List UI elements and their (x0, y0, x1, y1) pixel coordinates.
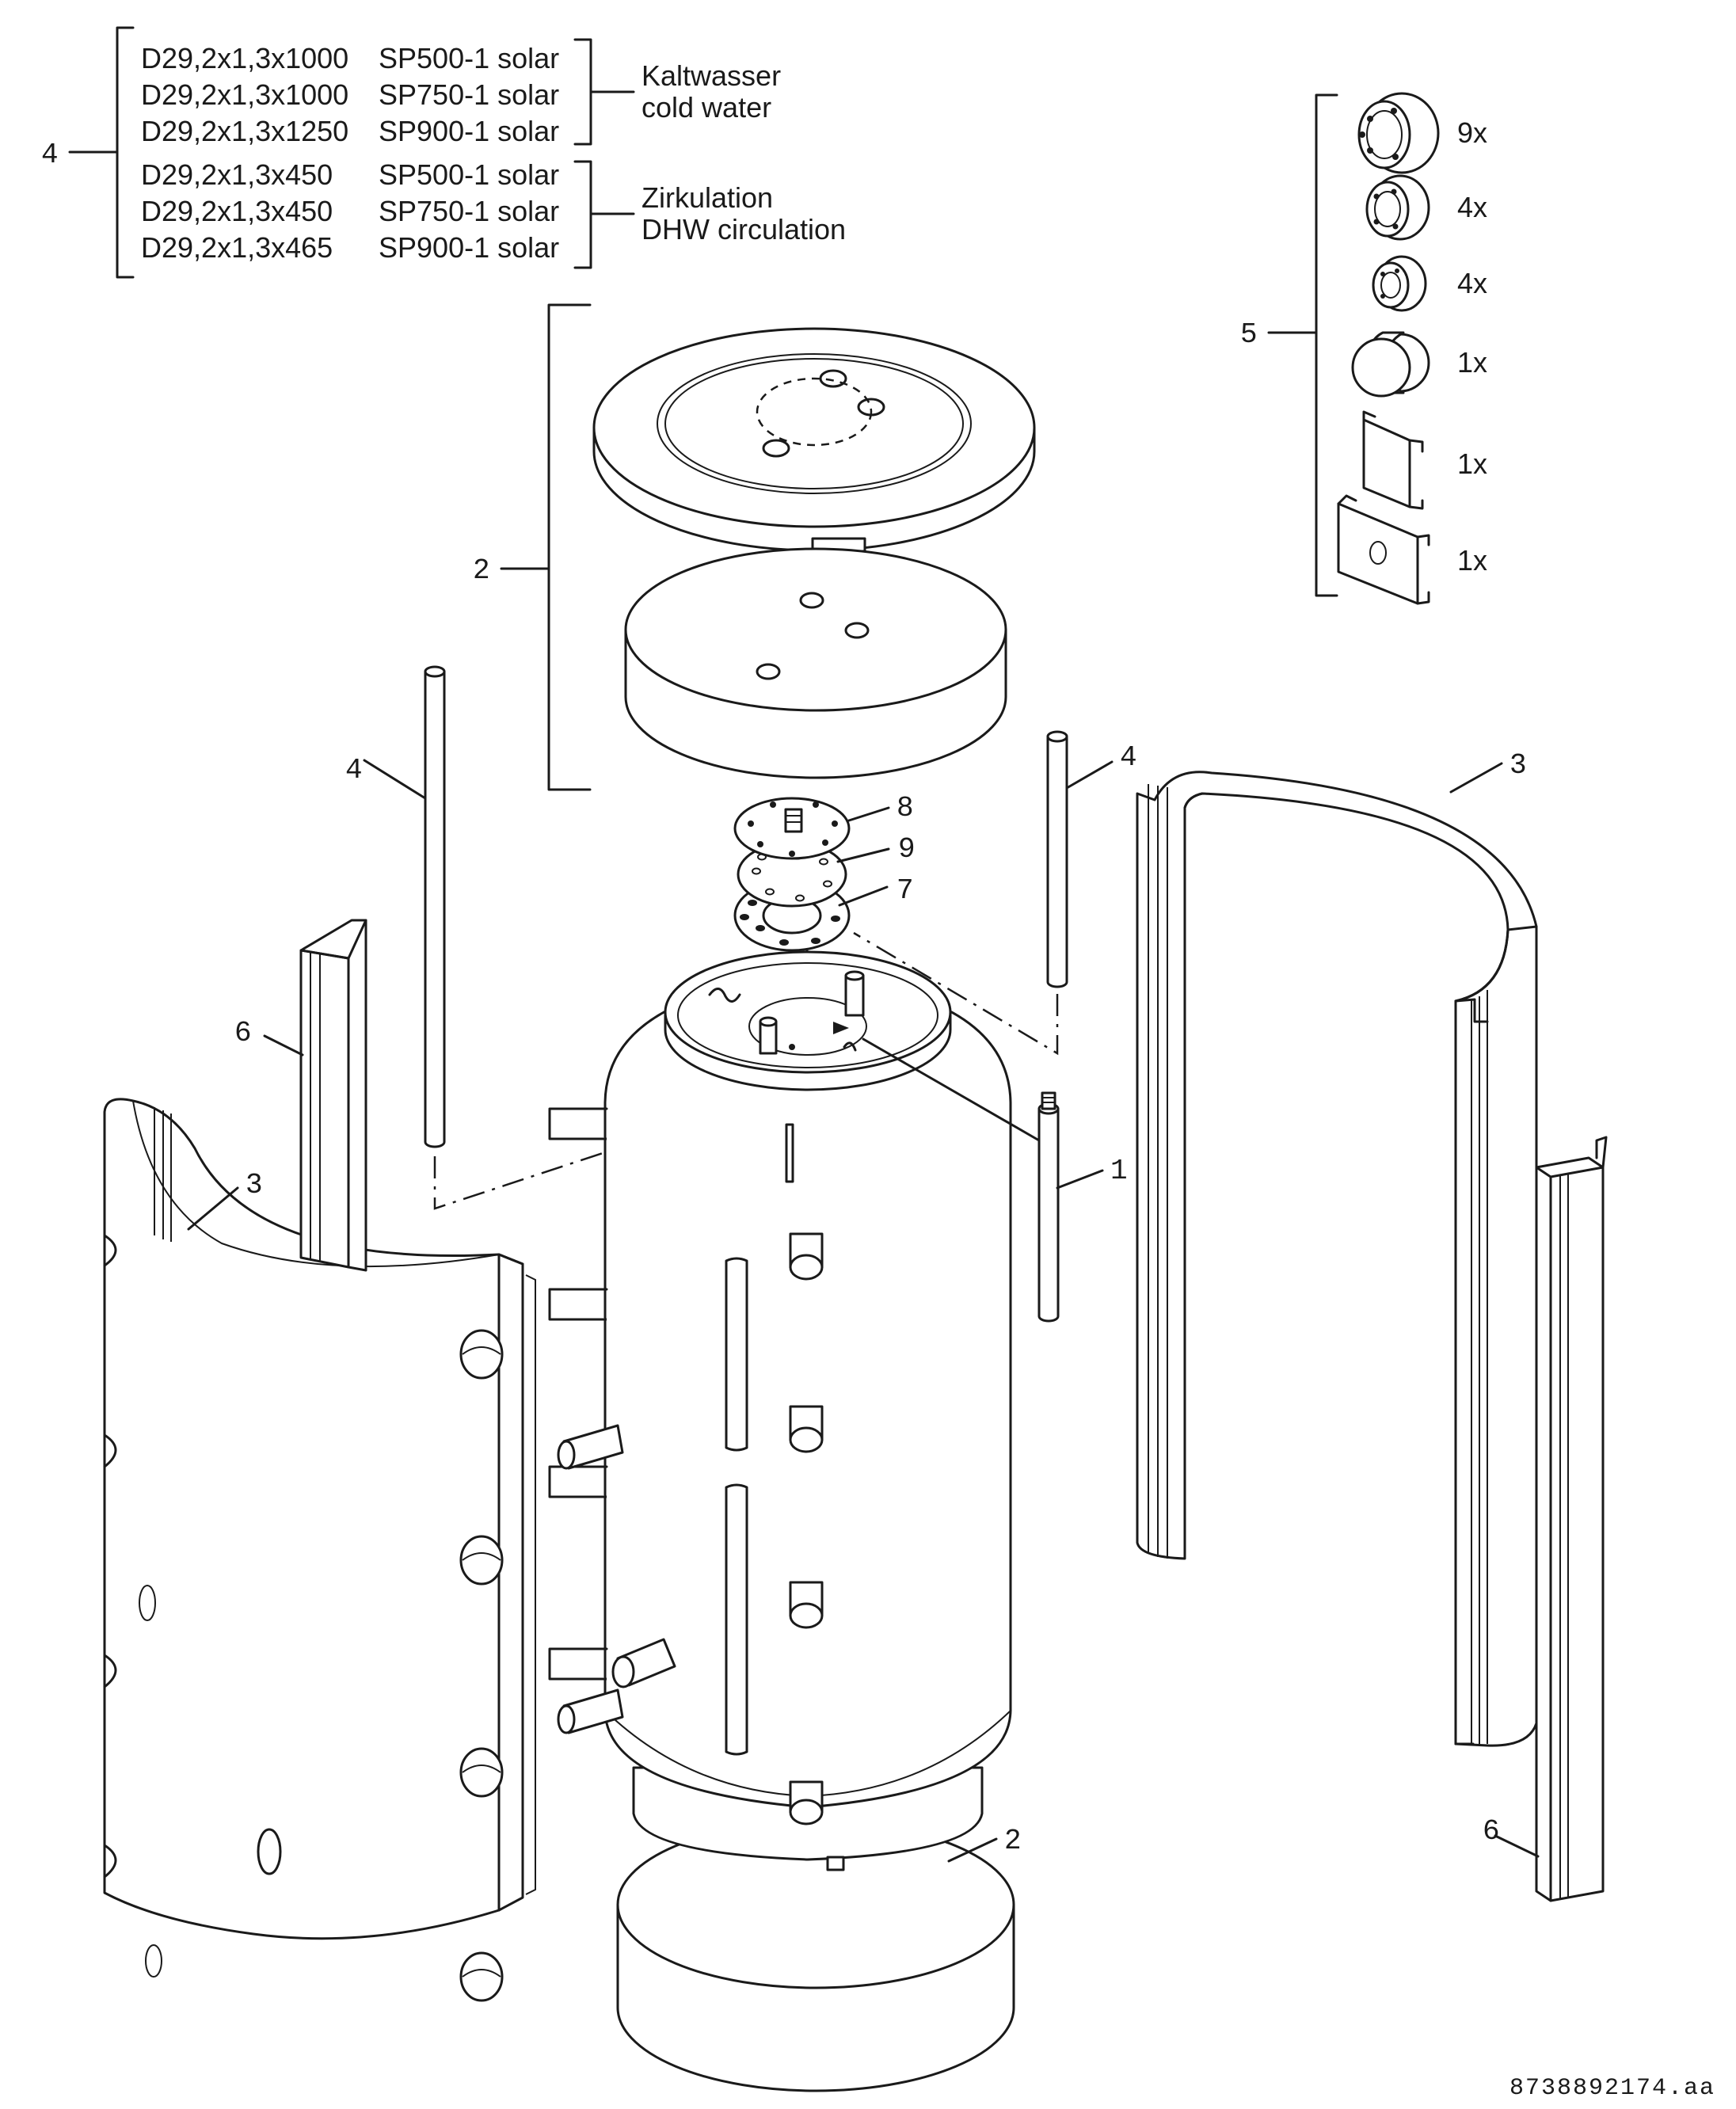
callout-3-left: 3 (246, 1169, 263, 1201)
tank-side-stubs (557, 1424, 676, 1734)
top-insulation-lids: 2 (473, 303, 1036, 791)
small-cap-icon (1372, 255, 1427, 312)
tank-slots (725, 1123, 794, 1756)
circulation-model-3: SP900-1 solar (379, 231, 559, 264)
cold-water-label-en: cold water (641, 91, 771, 124)
shell-left-leader (187, 1186, 239, 1231)
tank-top-rim (664, 950, 952, 1091)
top-insulation-disc (624, 547, 1007, 779)
shell-right-leader (1449, 762, 1503, 794)
circulation-model-1: SP500-1 solar (379, 158, 559, 191)
joint-strip-right: 6 (1483, 1136, 1608, 1902)
circulation-pipe-2: D29,2x1,3x450 (141, 195, 333, 227)
kit-qty-4: 1x (1457, 346, 1487, 379)
joint-strip-left: 6 (234, 919, 367, 1272)
cold-water-model-2: SP750-1 solar (379, 78, 559, 111)
callout-9: 9 (898, 833, 916, 866)
cold-water-model-1: SP500-1 solar (379, 42, 559, 74)
anode-rod: 1 (862, 1037, 1128, 1323)
pipe-right: 4 (1046, 730, 1137, 988)
kit-qty-5: 1x (1457, 447, 1487, 480)
pipe-left-leader (363, 759, 427, 800)
gasket: 9 (737, 833, 916, 908)
drawing-code: 8738892174.aa (1509, 2075, 1715, 2102)
top-cover-lid (592, 327, 1036, 553)
circulation-pipe-1: D29,2x1,3x450 (141, 158, 333, 191)
circulation-bracket (573, 160, 592, 269)
bottom-disc-leader (947, 1837, 998, 1863)
callout-2-top: 2 (473, 554, 490, 587)
anode-leader (1056, 1169, 1104, 1190)
callout-5: 5 (1240, 318, 1258, 351)
strip-left-leader (263, 1034, 304, 1056)
tank-front-stubs (789, 1232, 824, 1825)
spec-table-bracket (116, 26, 135, 279)
kit-qty-2: 4x (1457, 191, 1487, 223)
anode-insert-line (862, 1037, 1041, 1142)
cold-water-pipe-2: D29,2x1,3x1000 (141, 78, 348, 111)
circulation-label-en: DHW circulation (641, 213, 846, 246)
callout-4-right: 4 (1120, 741, 1137, 774)
kit-qty-6: 1x (1457, 544, 1487, 577)
gasket-leader (836, 847, 890, 863)
callout-1: 1 (1110, 1155, 1128, 1187)
medium-cap-icon (1365, 174, 1430, 241)
lids-bracket (547, 303, 592, 791)
cover-bracket-icon (1362, 410, 1424, 510)
callout-4-spec: 4 (41, 139, 59, 171)
kit-qty-1: 9x (1457, 116, 1487, 149)
callout-6-right: 6 (1483, 1815, 1500, 1848)
tank-foot-tab (826, 1856, 845, 1871)
kit-bracket (1315, 93, 1338, 597)
callout-7: 7 (897, 874, 914, 907)
tank-body (603, 974, 1012, 1809)
circulation-label-de: Zirkulation (641, 181, 773, 214)
insulation-shell-right: 3 (1136, 749, 1538, 1747)
plug-icon (1351, 331, 1430, 398)
cold-water-label-de: Kaltwasser (641, 59, 781, 92)
pipe-spec-table: 4 D29,2x1,3x1000 D29,2x1,3x1000 D29,2x1,… (41, 26, 846, 279)
insulation-shell-left: 3 (103, 1098, 536, 2002)
bottom-insulation-disc: 2 (616, 1820, 1022, 2092)
callout-2-bottom: 2 (1004, 1825, 1022, 1857)
cover-plate: 8 (733, 792, 914, 860)
storage-tank: 2 (548, 950, 1022, 2092)
pipe-right-leader (1065, 760, 1114, 790)
callout-3-right: 3 (1509, 749, 1527, 782)
callout-4-left: 4 (345, 754, 363, 786)
kit-qty-3: 4x (1457, 267, 1487, 299)
alignment-line-right (853, 931, 1059, 1056)
cold-water-bracket (573, 38, 592, 146)
flange-ring-leader (838, 885, 889, 907)
cold-water-pipe-1: D29,2x1,3x1000 (141, 42, 348, 74)
cold-water-pipe-3: D29,2x1,3x1250 (141, 115, 348, 147)
cold-water-model-3: SP900-1 solar (379, 115, 559, 147)
accessory-kit: 5 9x 4x 4x (1240, 92, 1487, 605)
large-cap-icon (1357, 92, 1440, 174)
circulation-model-2: SP750-1 solar (379, 195, 559, 227)
callout-6-left: 6 (234, 1017, 252, 1049)
tank-side-tabs (548, 1107, 608, 1681)
strip-right-leader (1494, 1834, 1540, 1858)
pipe-left: 4 (345, 665, 446, 1148)
cover-bracket-hole-icon (1337, 494, 1430, 605)
cover-plate-leader (847, 806, 890, 822)
circulation-pipe-3: D29,2x1,3x465 (141, 231, 333, 264)
flange-stack: 7 9 8 (733, 792, 916, 1027)
callout-8: 8 (897, 792, 914, 824)
